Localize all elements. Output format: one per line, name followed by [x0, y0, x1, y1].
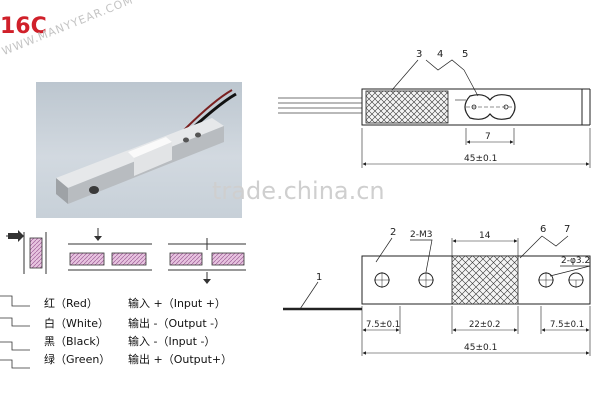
top-view: 3 4 5 7 45±0.1	[278, 49, 591, 168]
wire-color: 绿（Green）	[44, 353, 111, 366]
label-4: 4	[437, 49, 443, 60]
label-2-phi3-2: 2-φ3.2	[561, 256, 590, 266]
wire-function: 输入 -（Input -）	[128, 335, 216, 348]
label-14: 14	[479, 231, 491, 241]
label-3: 3	[416, 49, 422, 60]
trade-watermark: trade.china.cn	[212, 177, 385, 205]
slot-dimension: 7	[485, 132, 491, 142]
label-2-m3: 2-M3	[410, 230, 432, 240]
label-2: 2	[390, 227, 396, 238]
dim-right: 7.5±0.1	[550, 320, 584, 330]
side-view: 14 2 2-M3 6 7 2-φ3.2 1	[283, 224, 591, 356]
gauge-area-top	[365, 90, 449, 124]
length-dimension-top: 45±0.1	[464, 154, 497, 164]
gauge-h-2	[111, 252, 147, 266]
bridge-schematic	[6, 228, 246, 284]
gauge-area-side	[451, 255, 519, 305]
length-dimension-side: 45±0.1	[464, 343, 497, 353]
dim-middle: 22±0.2	[469, 320, 500, 330]
wire-connector-symbols	[0, 295, 30, 369]
label-7: 7	[564, 224, 570, 235]
wire-function: 输出 -（Output -）	[128, 317, 226, 330]
product-photo	[36, 82, 242, 218]
label-6: 6	[540, 224, 546, 235]
gauge-vertical	[29, 237, 43, 269]
gauge-h-4	[211, 252, 245, 266]
dim-left: 7.5±0.1	[366, 320, 400, 330]
wire-color: 红（Red）	[44, 297, 98, 310]
wire-function: 输入 +（Input +）	[128, 297, 226, 310]
wire-color: 黑（Black）	[44, 335, 107, 348]
lead-wires	[278, 97, 362, 114]
gauge-h-3	[169, 252, 203, 266]
label-1: 1	[316, 272, 322, 283]
wire-function: 输出 +（Output+）	[128, 353, 233, 366]
gauge-h-1	[69, 252, 105, 266]
model-number: 16C	[0, 14, 47, 39]
label-5: 5	[462, 49, 468, 60]
load-cell-image	[56, 89, 237, 204]
wire-color: 白（White）	[44, 317, 109, 330]
